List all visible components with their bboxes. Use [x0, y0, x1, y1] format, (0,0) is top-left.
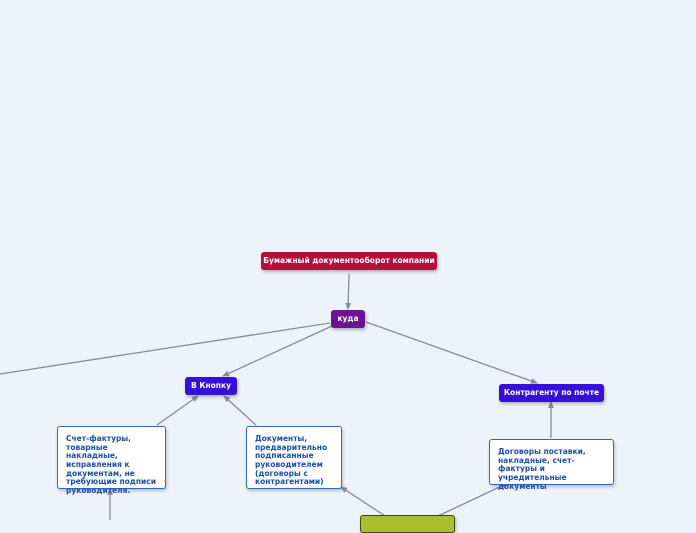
edge-hub-knopku — [222, 325, 333, 377]
connector-layer — [0, 273, 554, 520]
post-node[interactable]: Контрагенту по почте — [499, 384, 604, 402]
signed-docs-card[interactable]: Документы, предварительно подписанные ру… — [246, 426, 342, 489]
contracts-card-text: Договоры поставки, накладные, счет-факту… — [498, 447, 586, 491]
edge-signed-knopku — [223, 395, 257, 426]
contracts-card[interactable]: Договоры поставки, накладные, счет-факту… — [489, 439, 614, 490]
post-node-label: Контрагенту по почте — [503, 387, 600, 397]
signed-docs-card-text: Документы, предварительно подписанные ру… — [255, 434, 328, 487]
edge-root-hub — [345, 273, 352, 310]
root-node[interactable]: Бумажный документооборот компании — [261, 252, 437, 270]
knopku-node[interactable]: В Кнопку — [185, 377, 237, 395]
edge-hub-post — [365, 321, 538, 384]
invoices-card[interactable]: Счет-фактуры, товарные накладные, исправ… — [57, 426, 166, 495]
edge-invoices-knopku — [156, 395, 199, 426]
hub-node[interactable]: куда — [331, 310, 365, 328]
knopku-node-label: В Кнопку — [191, 380, 231, 390]
root-node-label: Бумажный документооборот компании — [263, 255, 435, 265]
hub-node-label: куда — [337, 313, 359, 323]
bottom-node[interactable] — [360, 515, 455, 533]
invoices-card-text: Счет-фактуры, товарные накладные, исправ… — [66, 434, 156, 495]
edge-bottom-signed — [340, 486, 386, 517]
edge-hub-offscreen-left — [0, 322, 331, 375]
edge-bottom-contracts — [437, 482, 509, 517]
